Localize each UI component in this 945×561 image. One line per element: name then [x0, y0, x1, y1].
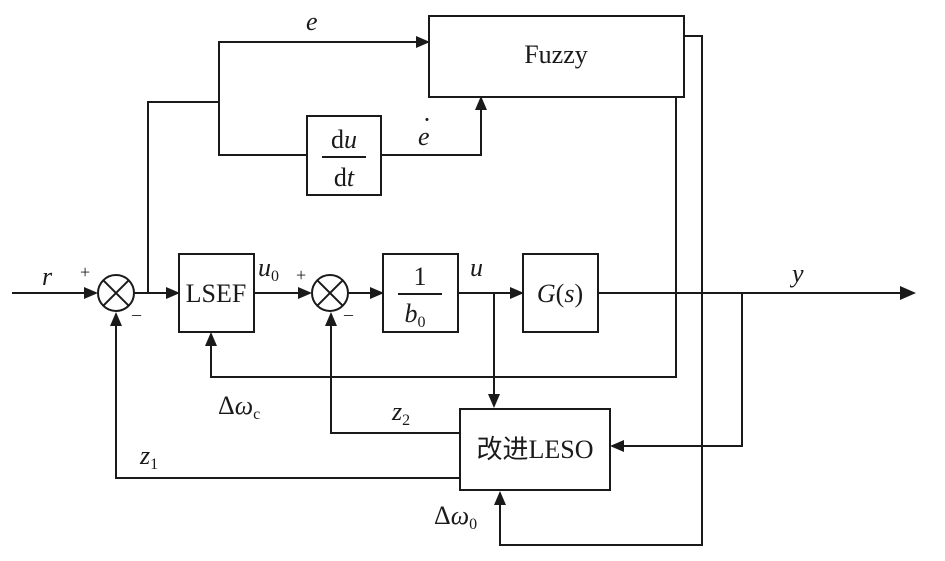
label-y: y — [789, 259, 804, 288]
label-delta-omega-0: Δω0 — [434, 501, 477, 533]
wire-e-to-fuzzy — [218, 41, 428, 102]
sum1-plus-sign: + — [80, 262, 90, 282]
wire-dw0-to-leso — [499, 35, 703, 546]
lsef-block: LSEF — [178, 253, 255, 333]
arrow-u-leso — [488, 394, 500, 408]
wire-z2-to-sum2 — [330, 314, 460, 434]
label-u: u — [470, 253, 483, 282]
sum1-minus-sign: – — [131, 304, 142, 324]
arrow-lsef-sum2 — [298, 287, 312, 299]
arrow-dw0-leso — [494, 491, 506, 505]
derivative-numerator: du — [331, 125, 357, 154]
arrow-sum2-gain — [370, 287, 384, 299]
derivative-denominator: dt — [334, 163, 355, 192]
plant-block: G(s) — [522, 253, 599, 333]
summing-junction-1 — [97, 274, 135, 312]
gain-denominator: b0 — [405, 299, 426, 331]
label-delta-omega-c: Δωc — [218, 391, 260, 423]
arrow-r-input — [84, 287, 98, 299]
wire-edot-to-fuzzy — [381, 98, 482, 156]
label-r: r — [42, 262, 53, 291]
sum2-minus-sign: – — [343, 304, 354, 324]
lsef-label: LSEF — [186, 279, 247, 308]
summing-junction-2 — [311, 274, 349, 312]
wire-to-derivative — [218, 102, 307, 156]
label-e-dot: e · — [418, 105, 431, 151]
arrow-edot-fuzzy — [475, 96, 487, 110]
plant-label: G(s) — [537, 279, 583, 308]
arrow-e-fuzzy — [416, 36, 430, 48]
arrow-y-leso — [610, 440, 624, 452]
label-e: e — [306, 7, 318, 36]
label-e-dot-mark: · — [423, 105, 432, 134]
wire-e-branch — [147, 101, 219, 293]
arrow-gain-plant — [510, 287, 524, 299]
leso-block: 改进LESO — [459, 408, 611, 491]
arrow-z2-sum2 — [325, 312, 337, 326]
sum2-plus-sign: + — [296, 265, 306, 285]
label-z2: z2 — [391, 397, 410, 429]
fuzzy-block: Fuzzy — [428, 15, 685, 98]
arrow-z1-sum1 — [110, 312, 122, 326]
fuzzy-label: Fuzzy — [524, 40, 588, 69]
gain-block: 1 b0 — [382, 253, 459, 333]
arrow-dwc-lsef — [205, 332, 217, 346]
wire-z1-to-sum1 — [115, 314, 460, 479]
arrow-sum1-lsef — [166, 287, 180, 299]
label-u0: u0 — [258, 253, 279, 285]
label-e-dot-letter: e — [418, 122, 430, 151]
leso-label: 改进LESO — [476, 435, 593, 464]
arrow-y-output — [900, 286, 916, 300]
wire-y-to-leso — [612, 293, 743, 447]
label-z1: z1 — [139, 441, 158, 473]
derivative-block: du dt — [306, 115, 382, 196]
gain-numerator: 1 — [414, 262, 427, 291]
